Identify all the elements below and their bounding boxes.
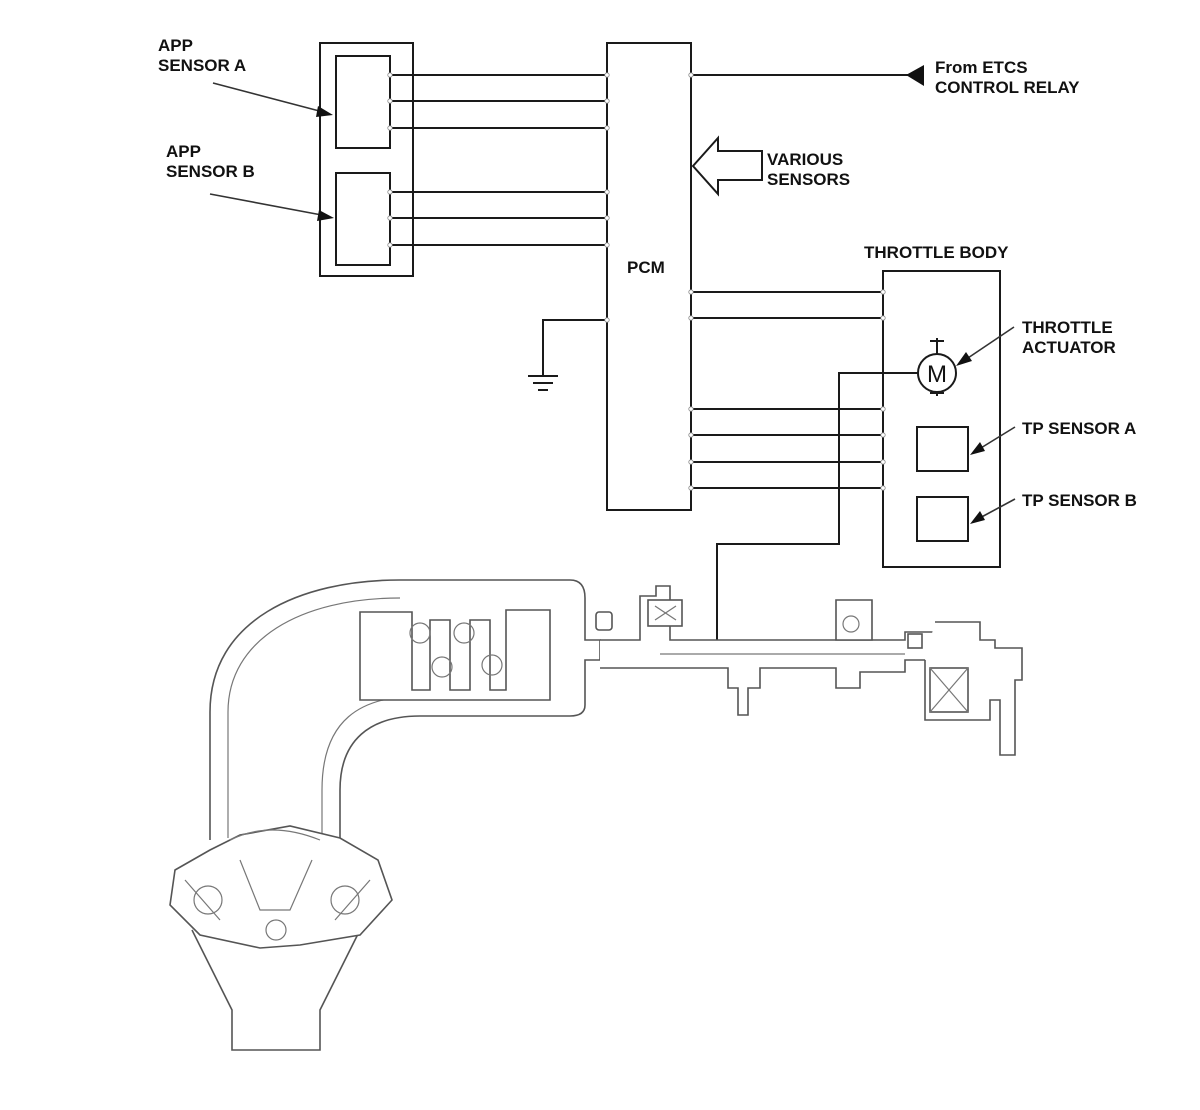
etcs-relay-line2: CONTROL RELAY [935, 78, 1080, 97]
app-sensor-a-label: APP SENSOR A [158, 36, 246, 76]
various-sensors-label: VARIOUS SENSORS [767, 150, 850, 190]
tp-sensor-b-label: TP SENSOR B [1022, 491, 1137, 510]
pcm-label: PCM [627, 258, 665, 277]
motor-symbol: M [927, 361, 947, 388]
tp-sensor-a-box [916, 426, 969, 472]
etcs-relay-wire [691, 65, 924, 86]
app-wires [390, 74, 607, 246]
throttle-actuator-label: THROTTLE ACTUATOR [1022, 318, 1116, 358]
app-sensor-b-box [335, 172, 391, 266]
various-sensors-line2: SENSORS [767, 170, 851, 189]
tp-sensor-b-box [916, 496, 969, 542]
app-sensor-a-line2: SENSOR A [158, 56, 247, 75]
ground-symbol [528, 319, 607, 391]
actuator-link-lines [716, 372, 918, 660]
app-sensor-b-label: APP SENSOR B [166, 142, 255, 182]
throttle-wires [691, 291, 883, 489]
various-sensors-line1: VARIOUS [767, 150, 844, 169]
app-sensor-a-line1: APP [158, 36, 193, 55]
throttle-actuator-line2: ACTUATOR [1022, 338, 1116, 357]
etcs-relay-line1: From ETCS [935, 58, 1028, 77]
engine-intake-illustration [169, 579, 1023, 1051]
throttle-body-label: THROTTLE BODY [864, 243, 1009, 262]
throttle-actuator-motor: M [917, 338, 957, 396]
connection-dots [387, 72, 886, 491]
app-sensor-a-box [335, 55, 391, 149]
pcm-box [606, 42, 692, 511]
etcs-relay-label: From ETCS CONTROL RELAY [935, 58, 1080, 98]
app-sensor-assembly [319, 42, 414, 277]
various-sensors-arrow [691, 135, 763, 197]
app-sensor-b-line1: APP [166, 142, 201, 161]
app-sensor-b-line2: SENSOR B [166, 162, 255, 181]
tp-sensor-a-label: TP SENSOR A [1022, 419, 1137, 438]
throttle-actuator-line1: THROTTLE [1022, 318, 1113, 337]
callout-arrows [209, 82, 1016, 524]
